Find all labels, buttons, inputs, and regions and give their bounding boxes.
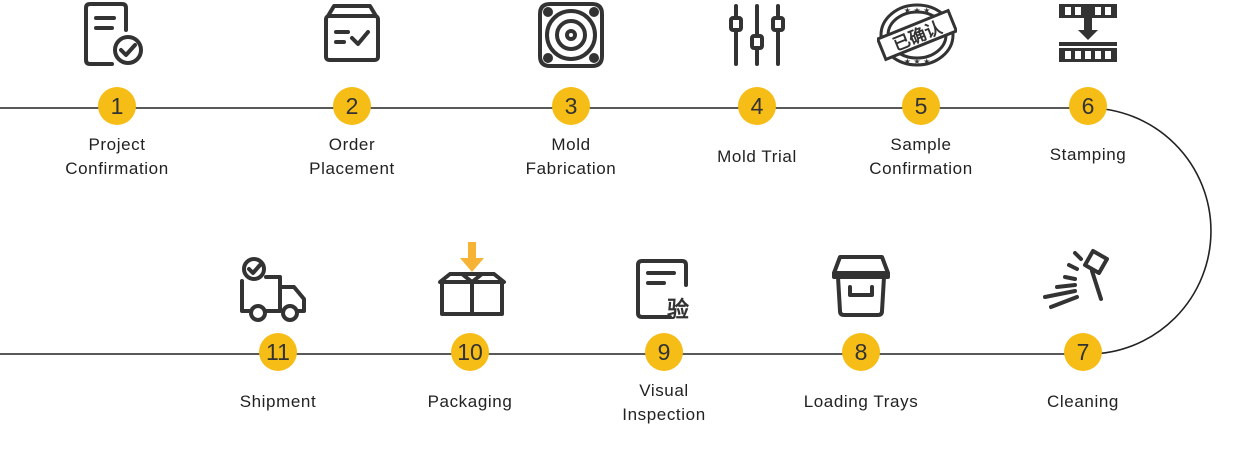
step-10-number: 10 — [451, 333, 489, 371]
step-10-label: Packaging — [427, 392, 513, 411]
step-1-label: Project Confirmation — [65, 135, 169, 178]
inspection-form-char: 验 — [667, 297, 689, 323]
step-8-label: Loading Trays — [803, 392, 919, 411]
step-3-number: 3 — [552, 87, 590, 125]
step-11-number: 11 — [259, 333, 297, 371]
confirmed-stamp-icon: 已确认 ★ ★ ★ ★ ★ ★ — [877, 3, 957, 67]
step-9-label: Visual Inspection — [622, 381, 706, 424]
step-5-label: Sample Confirmation — [869, 135, 973, 178]
svg-text:★ ★ ★: ★ ★ ★ — [904, 6, 931, 15]
step-4-label: Mold Trial — [717, 147, 797, 166]
inspection-form-icon: 验 — [636, 259, 689, 323]
spray-nozzle-icon — [1043, 249, 1109, 309]
order-box-check-icon — [324, 4, 380, 62]
step-4-number: 4 — [738, 87, 776, 125]
delivery-truck-icon — [240, 257, 306, 322]
step-1-number: 1 — [98, 87, 136, 125]
step-2-number: 2 — [333, 87, 371, 125]
mold-speaker-icon — [538, 2, 604, 68]
flow-line — [0, 107, 1212, 355]
step-6-label: Stamping — [1049, 145, 1127, 164]
step-11-label: Shipment — [239, 392, 317, 411]
step-7-label: Cleaning — [1047, 392, 1119, 411]
tray-icon — [832, 255, 890, 317]
document-check-icon — [84, 2, 143, 66]
step-2-label: Order Placement — [309, 135, 395, 178]
step-5-number: 5 — [902, 87, 940, 125]
step-7-number: 7 — [1064, 333, 1102, 371]
step-8-number: 8 — [842, 333, 880, 371]
svg-text:★ ★ ★: ★ ★ ★ — [904, 57, 931, 66]
step-3-label: Mold Fabrication — [525, 135, 617, 178]
step-9-number: 9 — [645, 333, 683, 371]
package-arrow-icon — [438, 242, 506, 316]
stamping-press-icon — [1059, 4, 1117, 62]
step-6-number: 6 — [1069, 87, 1107, 125]
sliders-icon — [729, 4, 785, 66]
